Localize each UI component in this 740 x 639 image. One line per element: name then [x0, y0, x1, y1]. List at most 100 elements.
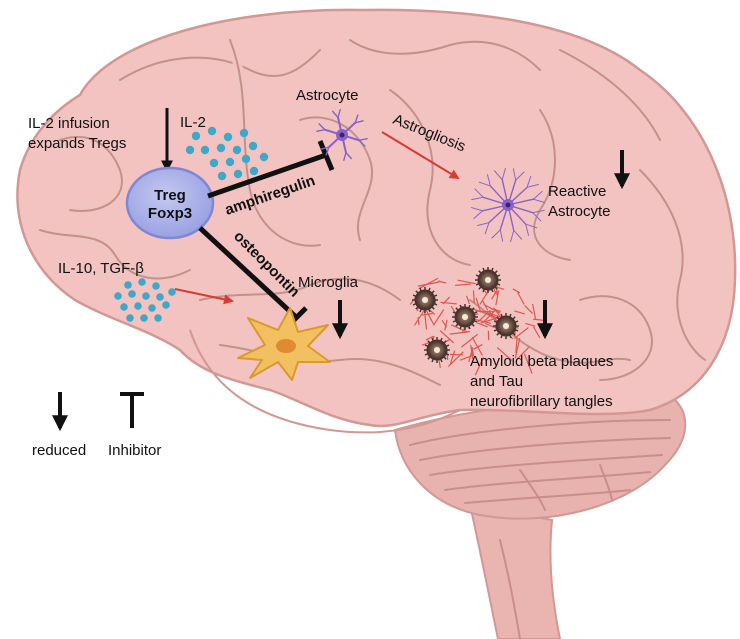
il2-infusion-label-line2: expands Tregs — [28, 135, 126, 152]
amyloid-plaque — [493, 313, 519, 339]
reactive-astrocyte-label: Reactive — [548, 183, 606, 200]
treg-label: Treg — [154, 187, 186, 204]
astrocyte-label: Astrocyte — [296, 87, 359, 104]
astrocyte-branch — [526, 183, 539, 188]
astrocyte-branch — [525, 223, 530, 236]
cytokine-dot — [185, 145, 195, 155]
cytokine-dot — [233, 169, 243, 179]
tangle-fiber — [517, 291, 525, 305]
astrocyte-branch — [486, 174, 491, 187]
tangle-fiber — [439, 330, 455, 344]
plaque-center — [422, 297, 428, 303]
cytokine-dot — [134, 302, 142, 310]
tangle-fiber — [438, 280, 447, 284]
tangle-fiber — [475, 297, 482, 313]
tangle-fiber — [425, 335, 434, 341]
tangle-fiber — [532, 303, 537, 319]
il2-infusion-label: IL-2 infusion — [28, 115, 110, 132]
cytokine-dot — [200, 145, 210, 155]
astrocyte-branch — [484, 222, 490, 235]
tangle-fiber — [474, 356, 484, 376]
foxp3-label: Foxp3 — [148, 205, 192, 222]
microglia-label: Microglia — [298, 274, 359, 291]
astrocyte-branch — [316, 128, 326, 132]
tangle-fiber — [449, 331, 470, 335]
cytokine-dot — [126, 314, 134, 322]
plaque-center — [503, 323, 509, 329]
tangle-fiber — [471, 347, 475, 357]
astrocyte-branch — [532, 198, 546, 203]
cerebrum — [16, 8, 737, 434]
astrocyte-branch — [343, 151, 347, 162]
tangle-fiber — [514, 337, 521, 359]
astrocyte-nucleus — [339, 132, 345, 138]
reactive-astrocyte-cell — [470, 167, 546, 243]
tangle-fiber — [457, 279, 476, 285]
astrocyte-branch — [354, 114, 359, 124]
astrocyte-branch — [473, 210, 484, 220]
astrocyte-branch — [471, 196, 484, 201]
plaque-center — [462, 314, 468, 320]
amyloid-plaque — [475, 267, 501, 293]
amyloid-plaque — [424, 337, 450, 363]
legend: reduced Inhibitor — [32, 392, 161, 459]
tangle-fiber — [459, 354, 474, 361]
tangle-fiber — [421, 312, 433, 316]
cytokine-dot — [140, 314, 148, 322]
cytokine-dot — [154, 314, 162, 322]
tangle-fiber — [481, 300, 489, 311]
astrocyte-branch — [331, 110, 339, 119]
astrocyte-branch — [532, 190, 543, 200]
cerebellum — [393, 397, 687, 520]
astrocyte-branch — [354, 120, 364, 124]
cytokine-dot — [259, 152, 269, 162]
astrocyte-branch — [499, 229, 504, 242]
astrocyte-branch — [491, 229, 501, 239]
tangle-fiber — [466, 295, 471, 305]
astrogliosis-arrow — [381, 131, 460, 180]
astrocyte-branch — [470, 207, 484, 212]
cytokine-dot — [148, 304, 156, 312]
cytokine-dot — [249, 166, 259, 176]
tangle-fiber — [476, 322, 488, 328]
brain-stem — [468, 503, 562, 639]
astrocyte-branch — [478, 181, 491, 187]
tangle-fiber — [455, 283, 471, 286]
tangle-fiber — [525, 322, 536, 327]
cytokine-dot — [142, 292, 150, 300]
tangle-fiber — [495, 290, 500, 306]
astrocyte-branch — [512, 168, 517, 181]
cytokine-dot — [124, 281, 132, 289]
astrocyte-branch — [318, 123, 326, 131]
tangle-fiber — [461, 333, 479, 348]
cytokine-dot — [216, 143, 226, 153]
tangle-fiber — [440, 301, 457, 305]
tangle-fiber — [524, 305, 534, 315]
tangle-fiber — [523, 353, 533, 374]
cytokine-dot — [248, 141, 258, 151]
amphiregulin-inhibit-line — [207, 152, 327, 199]
cytokine-dot — [225, 157, 235, 167]
amyloid-plaque — [452, 304, 478, 330]
astrocyte-branch — [358, 138, 368, 142]
tangle-fiber — [515, 337, 518, 353]
cytokine-dot — [162, 301, 170, 309]
microglia-cell — [237, 307, 331, 381]
cytokine-dot — [223, 132, 233, 142]
cytokine-dot — [209, 158, 219, 168]
il2-label: IL-2 — [180, 114, 206, 131]
tangle-fiber — [414, 310, 425, 326]
plaque-center — [434, 347, 440, 353]
cytokine-dot — [168, 288, 176, 296]
astrocyte-branch — [325, 146, 330, 156]
cytokine-dot — [120, 303, 128, 311]
tangle-fiber — [496, 347, 513, 361]
astrocyte-branch — [532, 212, 542, 222]
cytokine-dot — [114, 292, 122, 300]
tangle-fiber — [513, 327, 529, 339]
il10-tgfb-label: IL-10, TGF-β — [58, 260, 144, 277]
il2-cytokine-dots — [185, 126, 269, 181]
amyloid-plaques — [412, 267, 519, 363]
cytokine-dot — [207, 126, 217, 136]
